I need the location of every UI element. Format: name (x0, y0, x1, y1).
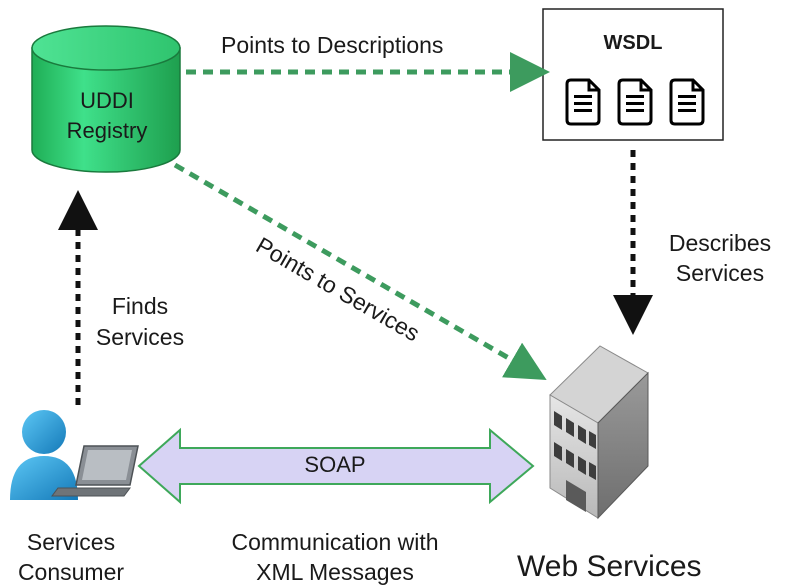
soap-label: SOAP (304, 452, 366, 477)
communication-line2: XML Messages (256, 559, 414, 585)
soap-double-arrow (137, 427, 535, 505)
web-services-building-icon (549, 345, 649, 520)
communication-label: Communication with XML Messages (200, 527, 470, 587)
services-label: Services (675, 260, 765, 286)
laptop-icon (51, 445, 139, 497)
document-icon (565, 78, 601, 126)
finds-label: Finds (111, 293, 169, 319)
services-consumer-label: Services Consumer (6, 527, 136, 587)
points-to-descriptions-label: Points to Descriptions (221, 32, 444, 58)
registry-label: Registry (66, 118, 148, 143)
services-consumer-line2: Consumer (17, 559, 125, 585)
document-icon (617, 78, 653, 126)
person-icon (10, 410, 78, 500)
services-consumer-line1: Services (26, 529, 116, 555)
uddi-registry-label: UDDI Registry (52, 86, 162, 146)
communication-line1: Communication with (231, 529, 439, 555)
finds-services-label: Finds Services (84, 291, 196, 353)
uddi-registry-cylinder (31, 25, 181, 173)
describes-services-label: Describes Services (660, 228, 780, 288)
document-icon (669, 78, 705, 126)
points-to-services-arrow (173, 162, 547, 381)
services-label: Services (95, 324, 185, 350)
web-services-label: Web Services (517, 550, 702, 583)
wsdl-title: WSDL (603, 32, 663, 54)
describes-label: Describes (668, 230, 772, 256)
uddi-label: UDDI (80, 88, 134, 113)
